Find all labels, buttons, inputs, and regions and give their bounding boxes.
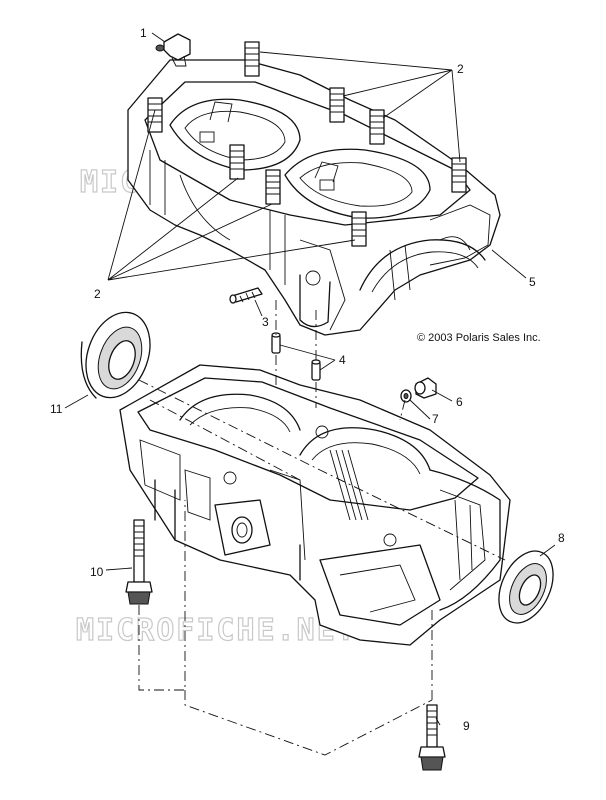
lower-crankcase — [119, 364, 511, 646]
watermark-bottom: MICROFICHE.NET — [76, 613, 357, 648]
stud — [244, 41, 260, 77]
stud — [369, 109, 385, 145]
cylinder-studs — [147, 41, 467, 247]
callout-7: 7 — [432, 412, 439, 426]
crank-seal-left — [80, 311, 151, 399]
assembly-lines — [138, 300, 506, 756]
callout-6: 6 — [456, 395, 463, 409]
stud — [329, 87, 345, 123]
callout-2-left: 2 — [94, 287, 101, 301]
case-bolt-long — [125, 519, 153, 605]
callout-4: 4 — [339, 353, 346, 367]
callout-8: 8 — [558, 531, 565, 545]
callout-5: 5 — [529, 275, 536, 289]
callout-2-top: 2 — [457, 62, 464, 76]
stud — [451, 157, 467, 193]
dowel-pins — [271, 332, 321, 381]
crank-seal-right — [498, 550, 554, 624]
stud — [351, 211, 367, 247]
case-bolt-short — [418, 704, 446, 771]
stud — [265, 169, 281, 205]
callout-9: 9 — [463, 719, 470, 733]
callout-11: 11 — [50, 402, 63, 416]
upper-crankcase — [127, 59, 501, 336]
callout-10: 10 — [90, 565, 104, 579]
stud — [229, 144, 245, 180]
sealing-washer — [400, 389, 412, 403]
callout-3: 3 — [262, 315, 269, 329]
leader-lines — [64, 32, 556, 726]
callout-labels: 1 2 2 3 4 5 6 7 8 9 10 11 — [50, 26, 565, 733]
elbow-fitting — [155, 33, 191, 67]
callout-1: 1 — [140, 26, 147, 40]
drain-fitting — [414, 377, 437, 399]
locating-pin — [229, 287, 263, 304]
copyright-notice: © 2003 Polaris Sales Inc. — [417, 332, 541, 344]
